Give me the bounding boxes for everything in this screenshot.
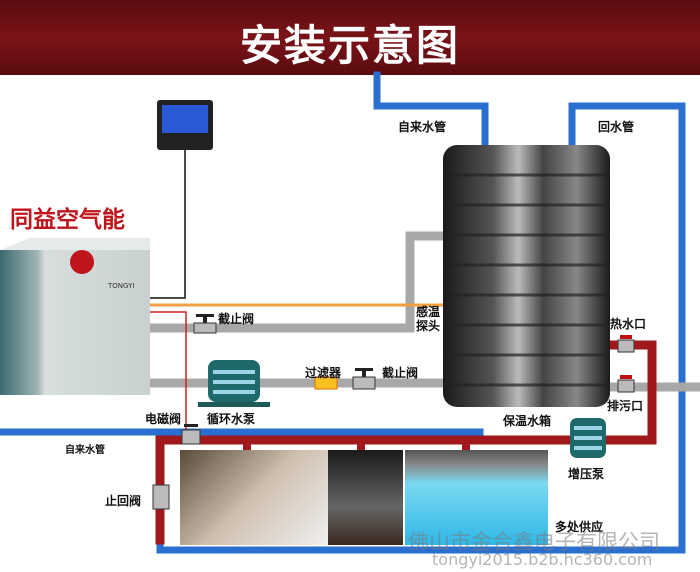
label-hot-outlet: 热水口 <box>610 317 647 331</box>
watermark-company: 佛山市金合鑫电子有限公司 <box>408 530 660 554</box>
label-stop-valve-1: 截止阀 <box>218 312 255 326</box>
solenoid-valve <box>181 424 201 445</box>
label-return-pipe: 回水管 <box>598 120 635 134</box>
label-multi-supply: 多处供应 <box>555 520 604 534</box>
circulation-pump <box>198 360 270 407</box>
label-solenoid-valve: 电磁阀 <box>145 412 182 426</box>
insulated-tank <box>443 145 610 407</box>
signal-wire <box>149 311 187 431</box>
hot-outlet-valve <box>617 335 635 353</box>
pool-photo <box>405 450 548 545</box>
drain-valve <box>617 375 635 393</box>
label-tap-water-left: 自来水管 <box>65 445 105 456</box>
header-band <box>0 0 700 75</box>
stop-valve-1 <box>193 314 217 334</box>
brand-label: 同益空气能 <box>10 207 125 233</box>
control-wire <box>149 149 186 299</box>
label-booster-pump: 增压泵 <box>568 467 605 481</box>
unit-logo: TONGYI <box>108 282 135 290</box>
label-drain: 排污口 <box>607 399 644 413</box>
label-stop-valve-2: 截止阀 <box>382 366 419 380</box>
label-tank: 保温水箱 <box>503 414 552 428</box>
shower-photo <box>328 450 403 545</box>
supply-taps <box>243 440 470 452</box>
controller <box>157 100 213 150</box>
watermark-url: tongyi2015.b2b.hc360.com <box>432 550 653 569</box>
check-valve <box>152 484 170 510</box>
label-filter: 过滤器 <box>305 366 342 380</box>
label-tap-water-top: 自来水管 <box>398 120 447 134</box>
label-check-valve: 止回阀 <box>105 494 142 508</box>
bathtub-photo <box>180 450 328 545</box>
page-title: 安装示意图 <box>239 21 460 70</box>
stop-valve-2 <box>352 368 376 390</box>
label-temp-probe: 感温 探头 <box>416 305 441 333</box>
booster-pump <box>570 418 606 458</box>
heat-pump-unit <box>0 238 150 395</box>
label-circulation-pump: 循环水泵 <box>207 412 256 426</box>
filter <box>314 376 338 390</box>
